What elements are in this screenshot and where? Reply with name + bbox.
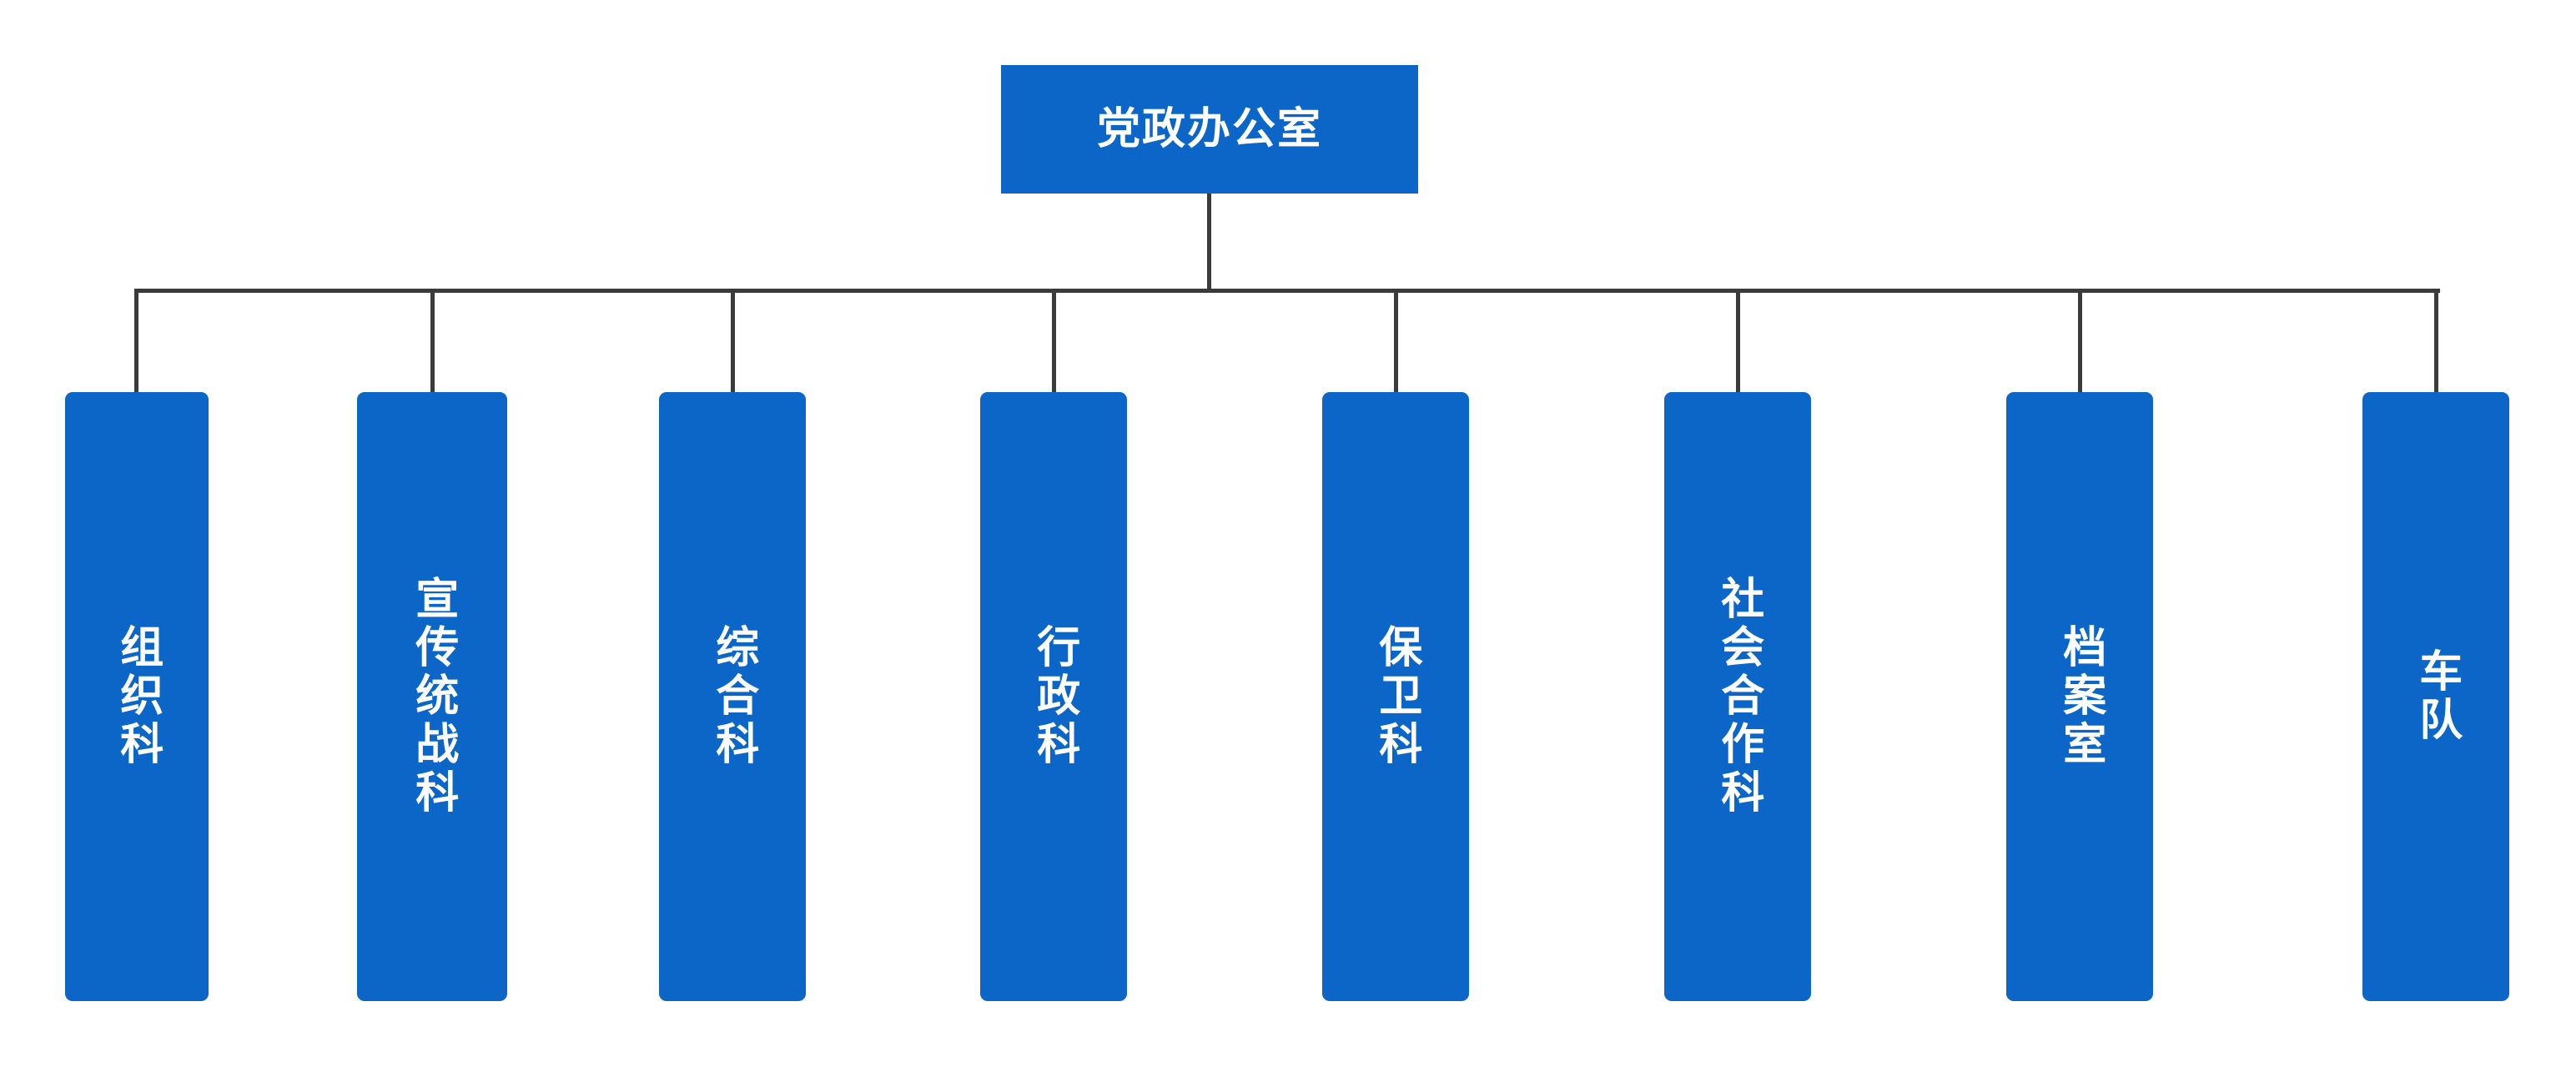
org-node-child-2[interactable]: 宣传统战科 (357, 392, 507, 1001)
connector-drop-child-4 (1052, 289, 1056, 392)
connector-drop-child-2 (430, 289, 435, 392)
org-node-child-5[interactable]: 保卫科 (1322, 392, 1469, 1001)
org-node-child-2-label: 宣传统战科 (408, 576, 457, 818)
org-node-child-3[interactable]: 综合科 (659, 392, 806, 1001)
org-node-child-5-label: 保卫科 (1371, 624, 1421, 769)
org-node-child-1[interactable]: 组织科 (65, 392, 209, 1001)
connector-horizontal-bus (136, 289, 2440, 293)
connector-drop-child-8 (2434, 289, 2438, 392)
org-node-child-3-label: 综合科 (708, 624, 757, 769)
org-node-child-1-label: 组织科 (113, 624, 162, 769)
connector-root-stem (1207, 194, 1211, 293)
org-node-child-4-label: 行政科 (1029, 624, 1079, 769)
connector-drop-child-1 (134, 289, 138, 392)
connector-drop-child-5 (1394, 289, 1398, 392)
connector-drop-child-6 (1736, 289, 1740, 392)
org-node-child-8[interactable]: 车队 (2362, 392, 2509, 1001)
org-node-child-4[interactable]: 行政科 (980, 392, 1127, 1001)
connector-drop-child-7 (2078, 289, 2082, 392)
connector-drop-child-3 (731, 289, 735, 392)
org-node-child-6-label: 社会合作科 (1713, 576, 1763, 818)
org-node-child-7-label: 档案室 (2055, 624, 2105, 769)
org-node-root[interactable]: 党政办公室 (1001, 65, 1418, 194)
org-node-child-7[interactable]: 档案室 (2006, 392, 2153, 1001)
org-node-root-label: 党政办公室 (1096, 105, 1322, 154)
org-node-child-8-label: 车队 (2412, 648, 2461, 745)
org-node-child-6[interactable]: 社会合作科 (1664, 392, 1811, 1001)
